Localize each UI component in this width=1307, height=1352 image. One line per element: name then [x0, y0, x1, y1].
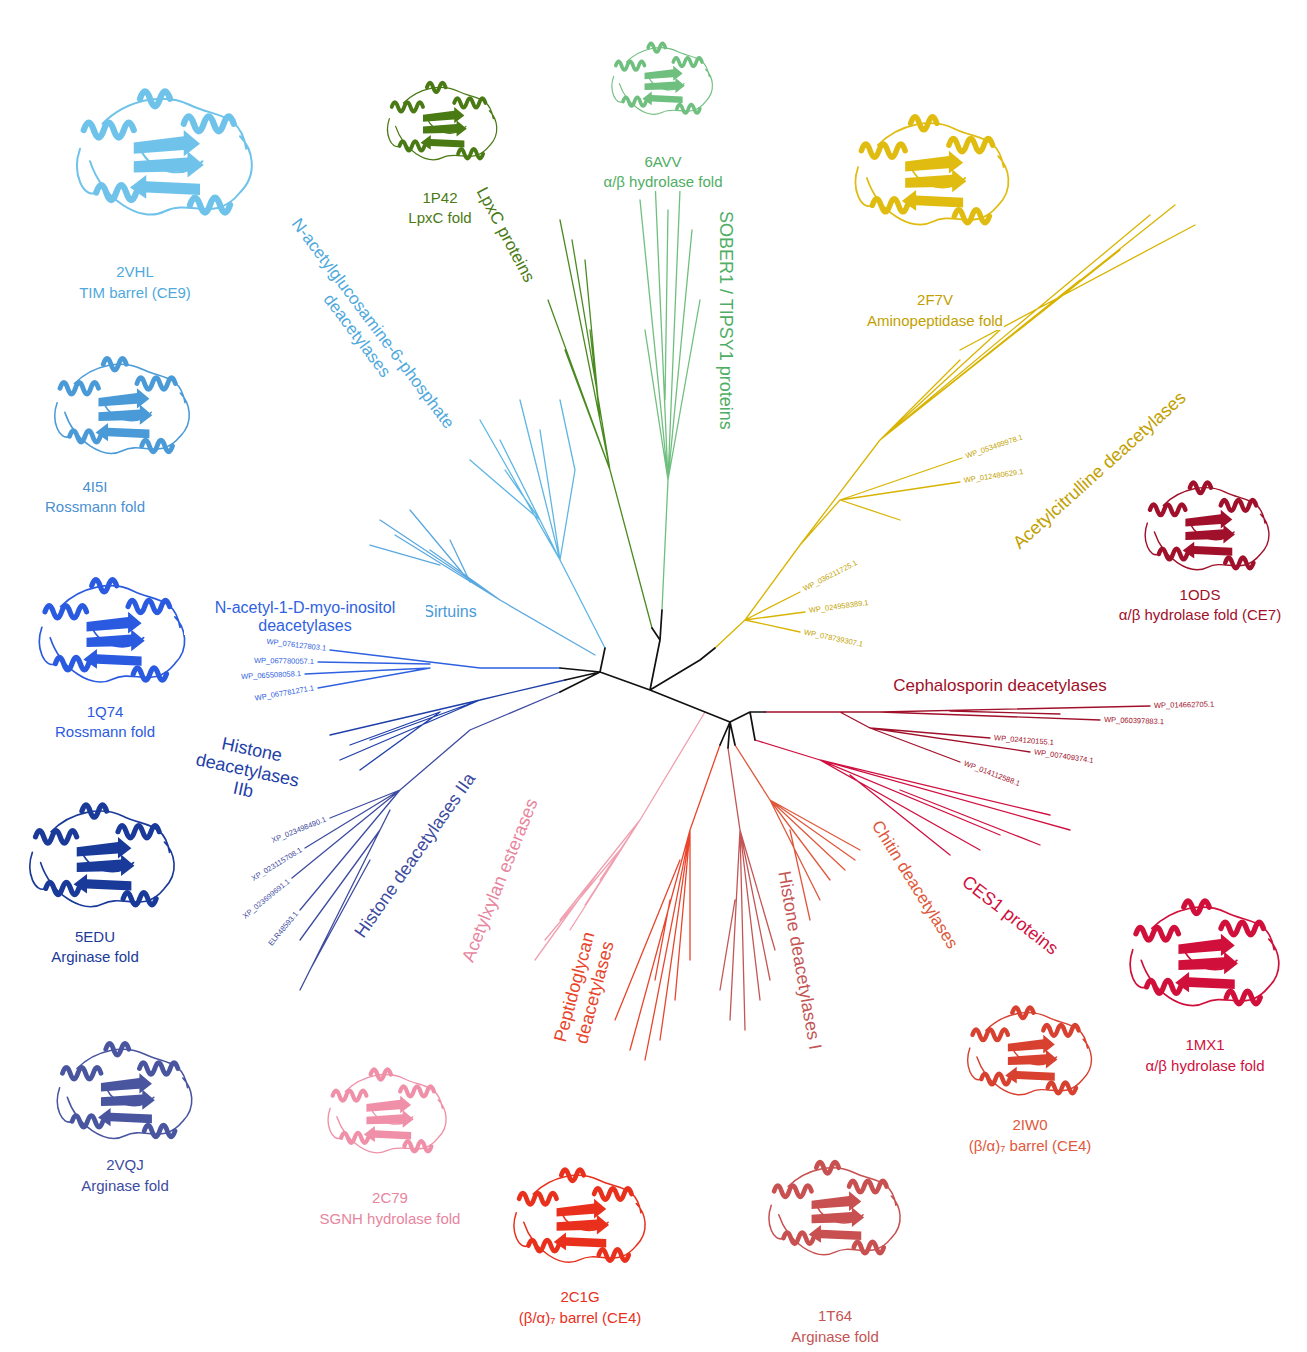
accession-label: WP_053499978.1: [963, 433, 1024, 461]
accession-label: WP_060397883.1: [1103, 716, 1165, 727]
accession-label: WP_014112588.1: [961, 759, 1022, 789]
tree-branch: [720, 748, 775, 1030]
clade-label: LpxC proteins: [471, 183, 538, 287]
structure-caption: 4I5I: [81, 478, 108, 495]
tree-branch: [292, 692, 560, 990]
clade-label: Histone deacetylases I: [774, 868, 826, 1052]
tree-branch: [765, 706, 1150, 762]
protein-structure: [57, 1043, 191, 1138]
accession-label: WP_078739307.1: [802, 628, 864, 650]
accession-label: WP_036211725.1: [801, 559, 860, 595]
structure-caption: Arginase fold: [80, 1177, 170, 1194]
clade-label: Chitin deacetylases: [867, 816, 963, 953]
structure-caption: LpxC fold: [407, 209, 472, 226]
protein-structure: [514, 1170, 645, 1262]
protein-structure: [55, 358, 189, 453]
protein-structure: [388, 83, 497, 160]
structure-caption: Arginase fold: [50, 948, 140, 965]
structure-caption: 2C79: [371, 1189, 409, 1206]
protein-structure: [1130, 901, 1279, 1006]
protein-structure: [77, 91, 252, 214]
protein-structure: [39, 580, 184, 682]
structure-caption: Rossmann fold: [44, 498, 146, 515]
accession-label: WP_012480629.1: [962, 468, 1025, 486]
tree-branch: [548, 220, 652, 628]
tree-branch: [640, 180, 700, 610]
structure-caption: Rossmann fold: [54, 723, 156, 740]
structure-caption: (β/α)₇ barrel (CE4): [968, 1137, 1092, 1154]
structure-caption: 1MX1: [1184, 1036, 1225, 1053]
structure-caption: 1P42: [421, 189, 458, 206]
structure-caption: α/β hydrolase fold: [602, 173, 723, 190]
accession-label: WP_014662705.1: [1153, 700, 1215, 710]
structure-caption: 1ODS: [1179, 586, 1222, 603]
clade-label: N-acetyl-1-D-myo-inositol deacetylases: [184, 599, 426, 636]
structure-caption: 2VHL: [115, 263, 155, 280]
structure-caption: TIM barrel (CE9): [78, 284, 192, 301]
clade-label: Acetylxylan esterases: [457, 794, 542, 965]
protein-structure: [1145, 482, 1269, 569]
structure-caption: 2IW0: [1011, 1116, 1048, 1133]
accession-label: XP_023115708.1: [249, 846, 304, 884]
tree-branch: [470, 400, 605, 648]
accession-label: WP_067780057.1: [253, 657, 315, 667]
protein-structure: [968, 1007, 1092, 1094]
clade-label: N-acetylglucosamine-6-phosphate deacetyl…: [259, 198, 472, 463]
structure-caption: 2C1G: [559, 1288, 600, 1305]
accession-label: ELR48593.1: [267, 910, 302, 949]
accession-label: WP_076127803.1: [265, 638, 328, 654]
tree-branch: [535, 712, 705, 960]
clade-label: SOBER1 / TIPSY1 proteins: [715, 210, 736, 431]
clade-label: CES1 proteins: [957, 871, 1063, 960]
structure-caption: 1T64: [817, 1307, 853, 1324]
protein-structure: [769, 1162, 900, 1254]
clade-label: Histone deacetylases IIa: [350, 768, 481, 942]
protein-structure: [30, 805, 174, 907]
accession-label: WP_024958389.1: [807, 599, 870, 616]
structure-caption: Arginase fold: [790, 1328, 880, 1345]
protein-structure: [612, 43, 712, 114]
accession-label: WP_007409374.1: [1032, 748, 1095, 766]
structure-caption: 5EDU: [74, 928, 116, 945]
accession-label: WP_024120155.1: [993, 734, 1056, 748]
tree-branch: [615, 745, 720, 1060]
clade-label: Cephalosporin deacetylases: [892, 676, 1108, 696]
accession-label: WP_065508058.1: [240, 670, 302, 682]
protein-structure: [856, 117, 1009, 225]
clade-label: Peptidoglycan deacetylases: [550, 929, 620, 1051]
clade-label: Acetylcitrulline deacetylases: [1009, 386, 1192, 553]
structure-caption: SGNH hydrolase fold: [319, 1210, 462, 1227]
structure-caption: Aminopeptidase fold: [866, 312, 1004, 329]
tree-branch: [755, 740, 1070, 855]
structure-caption: α/β hydrolase fold: [1144, 1057, 1265, 1074]
structure-caption: α/β hydrolase fold (CE7): [1118, 606, 1282, 623]
structure-caption: 2F7V: [916, 291, 954, 308]
accession-label: WP_067781271.1: [253, 684, 316, 703]
accession-label: XP_023498490.1: [270, 815, 329, 845]
tree-backbone: [560, 610, 765, 748]
tree-branch: [305, 650, 560, 688]
clade-label: Histone deacetylases IIb: [189, 729, 307, 812]
structure-caption: 2VQJ: [105, 1156, 145, 1173]
accession-label: XP_023699691.1: [240, 877, 292, 922]
structure-caption: 1Q74: [86, 703, 125, 720]
structure-caption: 6AVV: [643, 153, 682, 170]
tree-branch: [330, 680, 565, 770]
protein-structure: [328, 1069, 446, 1152]
clade-label: Sirtuins: [422, 603, 477, 621]
tree-branch: [715, 205, 1195, 648]
structure-caption: (β/α)₇ barrel (CE4): [518, 1309, 642, 1326]
